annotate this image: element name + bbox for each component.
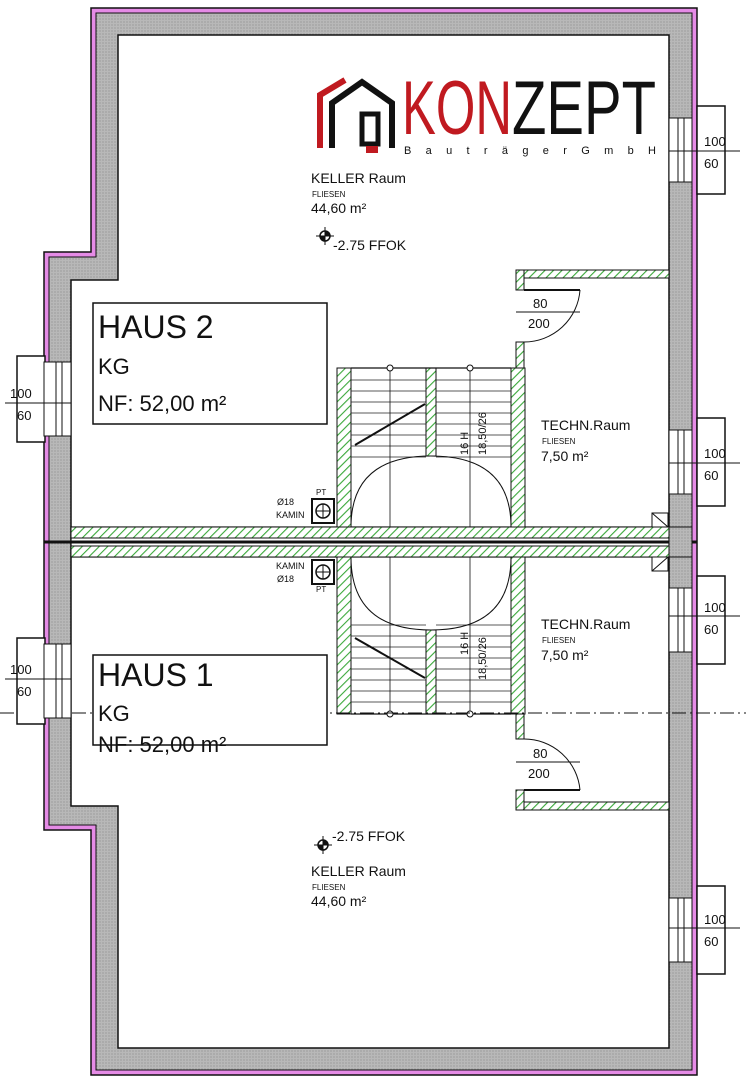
haus1-window-left-top: 100: [10, 662, 32, 677]
haus1-door-width: 80: [533, 746, 547, 761]
haus1-techn-name: TECHN.Raum: [541, 616, 630, 632]
haus2-door-width: 80: [533, 296, 547, 311]
haus2-window-right-2-bottom: 60: [704, 468, 718, 483]
haus2-level: -2.75 FFOK: [333, 237, 407, 253]
haus1-keller-area: 44,60 m²: [311, 893, 367, 909]
haus2-techn-floor: FLIESEN: [542, 437, 576, 446]
haus1-keller-floor: FLIESEN: [312, 883, 346, 892]
haus1-keller-name: KELLER Raum: [311, 863, 406, 879]
haus1-stair-dims: 18,50/26: [477, 637, 489, 680]
haus2-door: 80 200: [516, 289, 581, 343]
haus1-window-left-bottom: 60: [17, 684, 31, 699]
haus1-level-name: KG: [98, 701, 130, 726]
haus2-level-name: KG: [98, 354, 130, 379]
haus2-window-right-2: 100 60: [668, 417, 740, 507]
haus1-chimney-dia: Ø18: [277, 574, 294, 584]
haus1-stair-label: 16 H: [459, 632, 471, 655]
haus1-door-height: 200: [528, 766, 550, 781]
logo-mark-icon: [317, 77, 395, 153]
haus2-stair-dims: 18,50/26: [477, 412, 489, 455]
haus2-info-box: HAUS 2 KG NF: 52,00 m²: [92, 302, 328, 425]
level-marker-icon: [314, 836, 332, 854]
haus2-window-left-bottom: 60: [17, 408, 31, 423]
haus2-staircase: 16 H 18,50/26: [336, 364, 526, 528]
haus2-title: HAUS 2: [98, 309, 214, 345]
haus2-chimney-pt: PT: [316, 488, 326, 497]
haus1-chimney-pt: PT: [316, 585, 326, 594]
haus1-window-right-2: 100 60: [668, 885, 740, 975]
party-wall: [44, 526, 697, 558]
haus1-staircase: 16 H 18,50/26: [336, 556, 526, 718]
haus1-window-right-1-bottom: 60: [704, 622, 718, 637]
haus1-window-right-2-top: 100: [704, 912, 726, 927]
haus1-window-right-1-top: 100: [704, 600, 726, 615]
haus2-window-left: 100 60: [5, 355, 72, 443]
haus2-window-right-1-bottom: 60: [704, 156, 718, 171]
haus1-window-right-1: 100 60: [668, 575, 740, 665]
haus2-window-right-2-top: 100: [704, 446, 726, 461]
haus2-chimney-label: KAMIN: [276, 510, 305, 520]
haus2-nf: NF: 52,00 m²: [98, 391, 226, 416]
haus2-chimney: Ø18 KAMIN PT: [276, 488, 335, 524]
haus2-keller-name: KELLER Raum: [311, 170, 406, 186]
haus2-chimney-dia: Ø18: [277, 497, 294, 507]
haus2-keller-floor: FLIESEN: [312, 190, 346, 199]
haus1-title: HAUS 1: [98, 657, 214, 693]
haus1-door: 80 200: [516, 738, 581, 791]
haus2-stair-label: 16 H: [459, 432, 471, 455]
haus2-window-right-1: 100 60: [668, 105, 740, 195]
haus2-window-right-1-top: 100: [704, 134, 726, 149]
haus1-info-box: HAUS 1 KG NF: 52,00 m²: [92, 654, 328, 757]
haus1-window-right-2-bottom: 60: [704, 934, 718, 949]
haus1-keller-label: -2.75 FFOK KELLER Raum FLIESEN 44,60 m²: [311, 828, 406, 909]
haus1-chimney: KAMIN Ø18 PT: [276, 559, 335, 594]
haus2-door-height: 200: [528, 316, 550, 331]
haus1-level: -2.75 FFOK: [332, 828, 406, 844]
haus2-keller-area: 44,60 m²: [311, 200, 367, 216]
haus2-techn-label: TECHN.Raum FLIESEN 7,50 m²: [541, 417, 630, 464]
haus1-nf: NF: 52,00 m²: [98, 732, 226, 757]
logo-brand-rest: ZEPT: [512, 66, 656, 151]
haus2-keller-label: KELLER Raum FLIESEN 44,60 m² -2.75 FFOK: [311, 170, 407, 253]
haus1-chimney-label: KAMIN: [276, 561, 305, 571]
haus2-techn-name: TECHN.Raum: [541, 417, 630, 433]
haus1-techn-area: 7,50 m²: [541, 647, 589, 663]
haus2-techn-area: 7,50 m²: [541, 448, 589, 464]
haus1-techn-label: TECHN.Raum FLIESEN 7,50 m²: [541, 616, 630, 663]
level-marker-icon: [316, 227, 334, 245]
haus2-window-left-top: 100: [10, 386, 32, 401]
haus1-techn-floor: FLIESEN: [542, 636, 576, 645]
logo-brand-accent: KON: [402, 66, 512, 151]
haus1-window-left: 100 60: [5, 637, 72, 725]
